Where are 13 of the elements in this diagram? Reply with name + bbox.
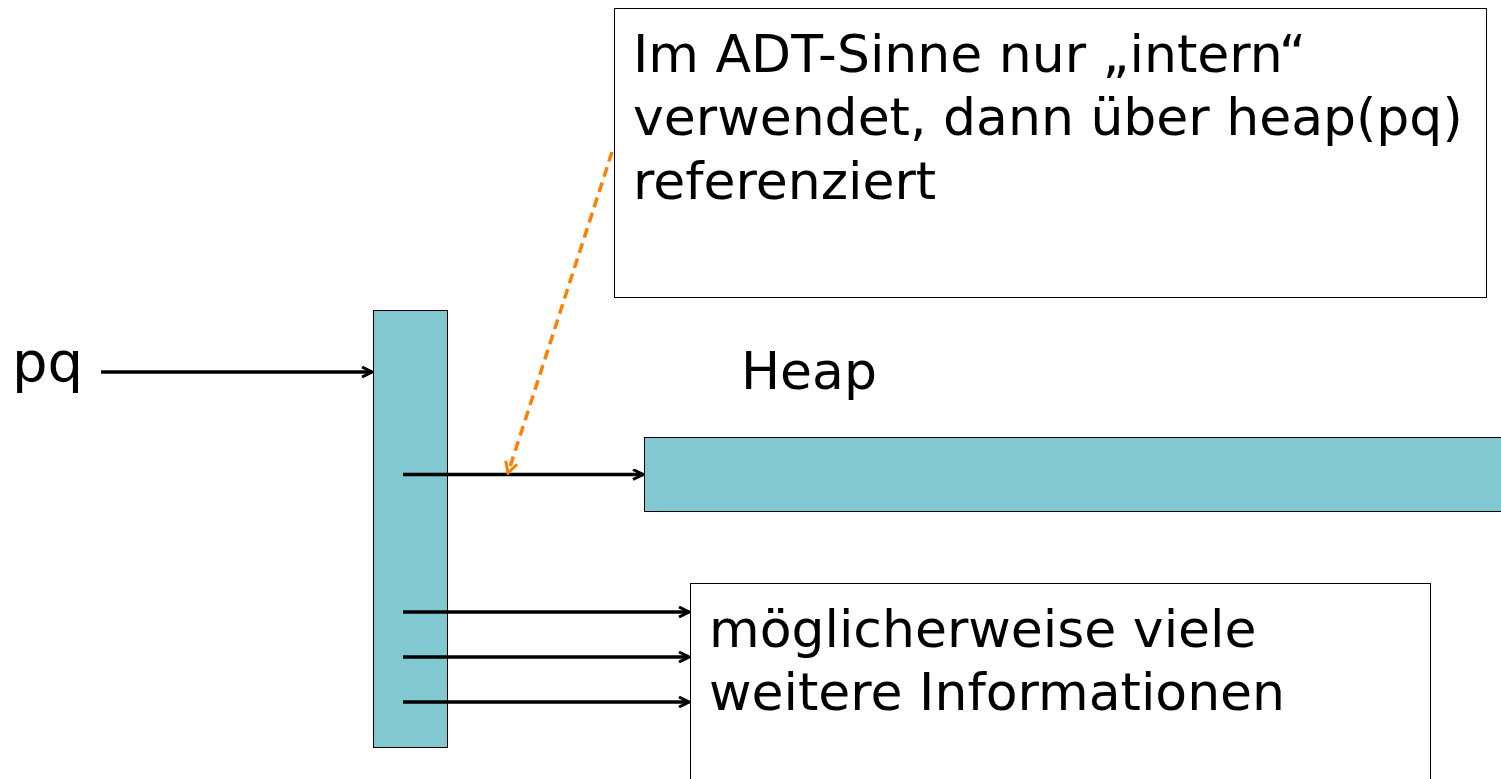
- pointer-label: pq: [12, 328, 84, 396]
- arrow: [403, 695, 691, 709]
- record-bar: [373, 310, 448, 748]
- info-box: [690, 583, 1431, 779]
- note-text: Im ADT-Sinne nur „intern“ verwendet, dann über heap(pq) referenziert: [633, 23, 1464, 213]
- arrow: [101, 365, 374, 379]
- arrow: [403, 650, 691, 664]
- arrow: [403, 468, 645, 481]
- arrow: [403, 605, 691, 619]
- heap-label: Heap: [741, 340, 877, 403]
- leader-arrow: [504, 151, 614, 475]
- callout-box: [614, 8, 1487, 298]
- note-text: möglicherweise viele weitere Informationen: [709, 598, 1287, 725]
